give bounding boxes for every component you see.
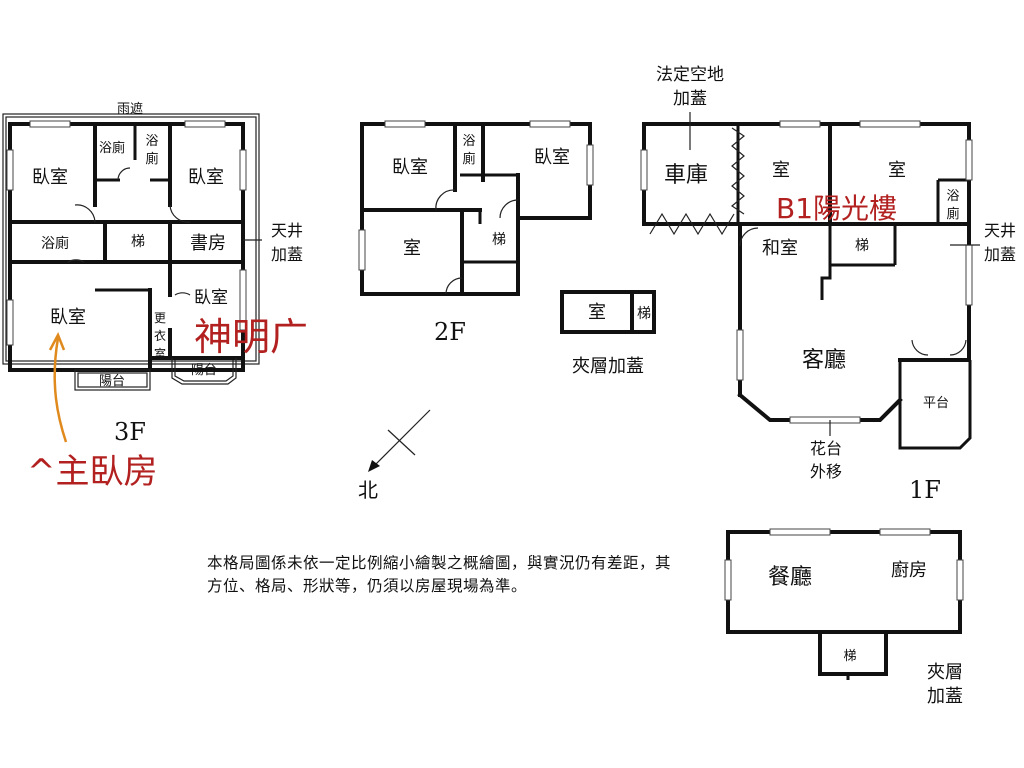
dining-label: 餐廳: [768, 565, 812, 590]
disclaimer-text: 本格局圖係未依一定比例縮小繪製之概繪圖，與實況仍有差距，其方位、格局、形狀等，仍…: [207, 554, 672, 595]
bedroom-main-label: 臥室: [50, 307, 86, 328]
stairs-2f-label: 梯: [492, 232, 506, 248]
platform-label: 平台: [923, 396, 949, 411]
legal-space-a-label: 法定空地: [656, 65, 724, 85]
floor-2f: 臥室 浴 廁 臥室 室 梯 2F: [358, 120, 594, 346]
floor-3f-title: 3F: [114, 418, 146, 446]
north-label: 北: [358, 478, 378, 502]
bedroom-2f-right-label: 臥室: [534, 147, 570, 168]
legal-space-b-label: 加蓋: [673, 89, 707, 109]
bath-2f-b-label: 廁: [462, 151, 475, 167]
closet-b-label: 衣: [154, 328, 166, 343]
floor-1f: 法定空地 加蓋 車庫 室 室 浴 廁 B1陽光樓 和室 梯 天井 加蓋 客廳 平…: [640, 65, 1016, 504]
kitchen-label: 廚房: [891, 559, 927, 581]
shrine-annotation: 神明广: [194, 315, 308, 359]
mezz-stairs-label: 梯: [637, 306, 651, 322]
bath-2a-label: 浴: [145, 134, 158, 149]
floor-2f-title: 2F: [434, 318, 466, 346]
bath-2f-a-label: 浴: [462, 134, 475, 149]
master-bedroom-annotation: ^主臥房: [27, 452, 158, 492]
bath-2b-label: 廁: [145, 151, 158, 167]
stairs-dining-label: 梯: [843, 649, 856, 664]
north-compass: 北: [358, 409, 431, 502]
canopy-label: 雨遮: [117, 101, 143, 117]
skylight-3f-a-label: 天井: [271, 221, 303, 240]
room-1f-2-label: 室: [888, 160, 906, 181]
floor-1f-title: 1F: [909, 476, 941, 504]
mezz-room-label: 室: [588, 302, 606, 323]
mezz-top-caption: 夾層加蓋: [572, 356, 644, 377]
planter-a-label: 花台: [810, 439, 842, 458]
floor-3f: 雨遮 臥室 浴廁 浴 廁 臥室 浴廁 梯 書房 臥室 臥室 更 衣 室 陽台 陽…: [2, 101, 308, 492]
mezz-b-caption-b: 加蓋: [927, 686, 963, 707]
bedroom-tr-label: 臥室: [188, 167, 224, 188]
garage-label: 車庫: [664, 163, 708, 188]
closet-a-label: 更: [154, 311, 166, 325]
bath-3-label: 浴廁: [41, 235, 69, 252]
bath-1-label: 浴廁: [99, 140, 125, 156]
mezz-b-caption-a: 夾層: [927, 662, 963, 683]
closet-c-label: 室: [154, 346, 166, 361]
bedroom-tl-label: 臥室: [32, 167, 68, 188]
balcony-1-label: 陽台: [99, 374, 125, 389]
skylight-3f-b-label: 加蓋: [271, 245, 303, 264]
bedroom-2f-left-label: 臥室: [392, 157, 428, 178]
stairs-1f-label: 梯: [855, 238, 869, 254]
floor-dining: 餐廳 廚房 梯 夾層 加蓋: [724, 528, 964, 707]
mezzanine-top: 室 梯 夾層加蓋: [560, 290, 656, 377]
skylight-1f-b-label: 加蓋: [984, 245, 1016, 264]
room-2f-label: 室: [403, 238, 421, 259]
b1-sunroom-annotation: B1陽光樓: [776, 192, 897, 225]
balcony-2-label: 陽台: [191, 363, 217, 378]
planter-b-label: 外移: [810, 462, 842, 481]
tatami-label: 和室: [762, 238, 798, 259]
study-label: 書房: [190, 233, 226, 254]
bath-1f-a-label: 浴: [946, 189, 959, 204]
bath-1f-b-label: 廁: [946, 206, 959, 222]
room-1f-1-label: 室: [772, 160, 790, 181]
stairs-3f-label: 梯: [131, 234, 145, 250]
skylight-1f-a-label: 天井: [984, 221, 1016, 240]
bedroom-mid-label: 臥室: [194, 288, 228, 308]
living-room-label: 客廳: [802, 348, 846, 373]
